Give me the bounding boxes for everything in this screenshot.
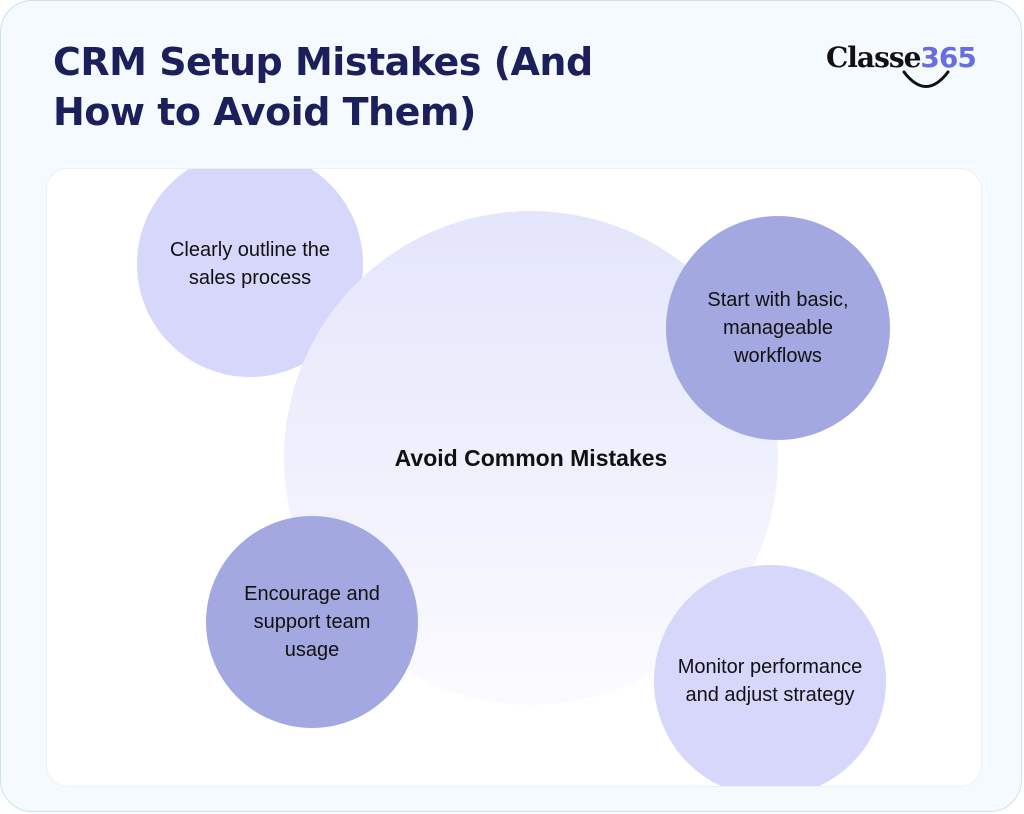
node-monitor-performance: Monitor performance and adjust strategy	[654, 565, 886, 786]
logo-text: Classe	[826, 41, 921, 74]
node-basic-workflows: Start with basic, manageable workflows	[666, 216, 890, 440]
node-label: Clearly outline the sales process	[169, 239, 331, 289]
center-label: Avoid Common Mistakes	[394, 445, 668, 471]
node-label: Encourage and support team usage	[244, 583, 380, 661]
logo-wordmark: Classe365	[826, 41, 977, 74]
node-team-usage: Encourage and support team usage	[206, 516, 418, 728]
diagram-card: Clearly outline the sales process Avoid …	[46, 168, 982, 787]
smile-icon	[902, 70, 950, 88]
classe365-logo: Classe365	[826, 41, 986, 93]
page-title: CRM Setup Mistakes (And How to Avoid The…	[53, 40, 593, 134]
logo-number: 365	[920, 41, 976, 74]
node-label: Start with basic, manageable workflows	[707, 289, 849, 367]
node-label: Monitor performance and adjust strategy	[677, 656, 863, 706]
